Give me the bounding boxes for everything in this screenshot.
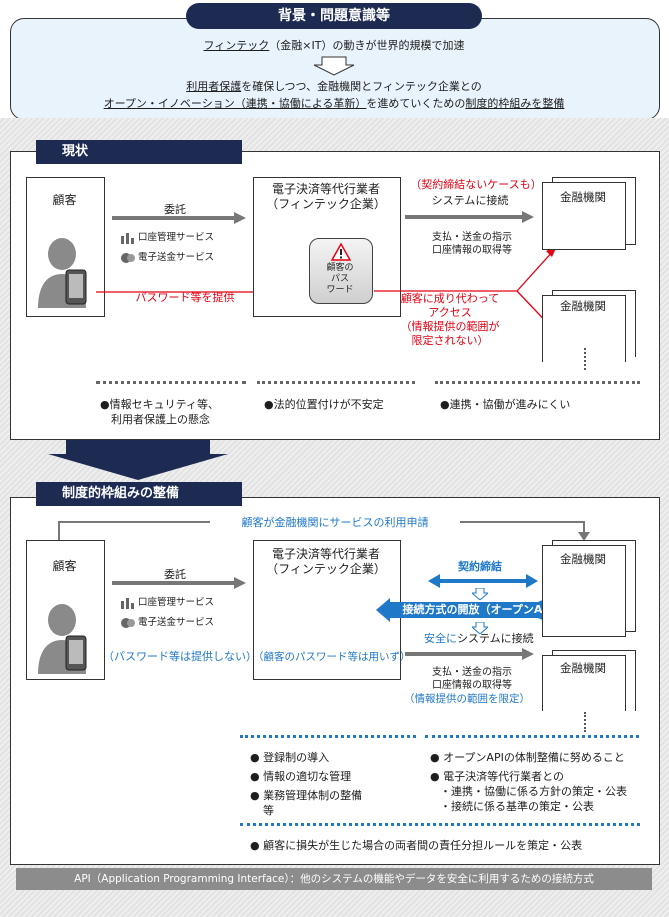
current-instruction-1: 支払・送金の指示 [432,232,512,243]
fintech-desc: （金融×IT）の動きが世界的規模で加速 [269,39,465,52]
connect-word: システムに接続 [457,632,534,645]
fintech-term: フィンテック [203,39,270,52]
header-line3: オープン・イノベーション（連携・協働による革新）を進めていくための制度的枠組みを… [40,97,628,111]
measure-divider-1 [240,735,416,744]
impersonate-text-3: （情報提供の範囲が [400,320,500,333]
measure-5: ● 電子決済等代行業者との [430,770,564,783]
warning-text-2: パス [330,274,349,284]
remittance-service-icon-2 [120,615,136,629]
measure-4: ● オープンAPIの体制整備に努めること [430,751,625,764]
current-connect-arrow [405,211,534,223]
measure-divider-3 [240,823,640,832]
hollow-down-arrow-icon [313,56,355,76]
current-customer-label: 顧客 [52,193,77,207]
person-phone-icon [36,232,98,308]
person-phone-icon-2 [36,598,98,674]
current-bank-1-label: 金融機関 [560,190,606,204]
no-contract-note: （契約締結ないケースも） [410,178,542,191]
measure-3-cont: 等 [263,804,274,817]
header-line2-rest: を確保しつつ、金融機関とフィンテック企業との [241,80,482,93]
remittance-service-icon [120,250,136,264]
current-entrust-label: 委託 [164,203,186,216]
framework-provider-name: 電子決済等代行業者 [271,547,380,561]
impersonate-text-2: アクセス [428,306,472,319]
account-service-icon [120,230,136,244]
measure-6: ● 顧客に損失が生じた場合の両者間の責任分担ルールを策定・公表 [250,839,583,852]
issue-2: ●法的位置付けが不安定 [264,398,384,411]
impersonate-text-4: 限定されない） [411,334,489,347]
current-bank-more [584,348,590,370]
measure-divider-2 [425,735,639,744]
impersonate-text-1: 顧客に成り代わって [400,292,500,305]
current-connect-label: システムに接続 [431,194,509,207]
framework-bank-2 [542,655,626,711]
issue-1-line1: ●情報セキュリティ等、 [100,398,219,411]
measure-5a: ・連携・協働に係る方針の策定・公表 [440,785,627,798]
framework-customer-label: 顧客 [52,559,77,573]
apply-label: 顧客が金融機関にサービスの利用申請 [210,516,460,530]
framework-connect-arrow [405,648,534,660]
api-definition-footer: API（Application Programming Interface）：他… [16,868,652,890]
no-password-note: （パスワード等は提供しない） [103,650,257,663]
framework-instruction-1: 支払・送金の指示 [432,667,512,678]
current-password-provide: パスワード等を提供 [135,291,235,304]
header-line1: フィンテック（金融×IT）の動きが世界的規模で加速 [60,39,608,53]
framework-service-1: 口座管理サービス [138,597,215,608]
user-protection-term: 利用者保護 [186,80,242,93]
contract-double-arrow [428,574,538,588]
no-password-use-note: （顧客のパスワード等は用いず） [253,651,411,663]
framework-service-2: 電子送金サービス [138,617,215,628]
current-bank-2-label: 金融機関 [560,299,606,313]
warning-text-1: 顧客の [326,263,354,273]
transition-down-arrow [48,440,228,480]
safe-connect-label: 安全にシステムに接続 [424,632,534,646]
current-tab: 現状 [36,140,242,164]
account-service-icon-2 [120,595,136,609]
header-line2: 利用者保護を確保しつつ、金融機関とフィンテック企業との [60,80,608,94]
framework-bank-more [584,712,590,732]
header-down-arrow [312,56,356,76]
contract-label: 契約締結 [458,560,502,573]
framework-bank-1-label: 金融機関 [560,552,606,566]
current-bank-1 [542,182,626,250]
framework-tab: 制度的枠組みの整備 [36,482,242,506]
warning-icon [331,243,351,261]
small-down-arrow-icon [472,588,488,600]
framework-bank-1 [542,545,626,637]
safe-word: 安全に [424,632,457,645]
current-entrust-arrow [112,212,246,224]
current-service-2: 電子送金サービス [138,252,215,263]
current-service-1: 口座管理サービス [138,232,215,243]
issue-divider-1 [96,381,246,390]
open-innovation-term: オープン・イノベーション（連携・協働による革新） [103,97,367,110]
current-provider-sub: （フィンテック企業） [266,197,386,211]
issue-1-line2: 利用者保護上の懸念 [111,413,210,426]
framework-term: 制度的枠組みを整備 [465,97,565,110]
current-instruction-2: 口座情報の取得等 [432,245,512,256]
measure-3: ● 業務管理体制の整備 [250,789,363,802]
framework-entrust-arrow [112,577,246,589]
framework-entrust-label: 委託 [164,568,186,581]
header-line3-mid: を進めていくための [366,97,466,110]
warning-text-3: ワード [326,285,354,295]
open-api-label: 接続方式の開放（オープンAPI） [402,603,566,616]
issue-divider-3 [435,381,640,390]
framework-bank-2-label: 金融機関 [560,661,606,675]
framework-provider-sub: （フィンテック企業） [266,562,386,576]
issue-3: ●連携・協働が進みにくい [440,398,571,411]
current-provider-name: 電子決済等代行業者 [271,182,380,196]
measure-2: ● 情報の適切な管理 [250,770,352,783]
issue-divider-2 [257,381,415,390]
small-down-arrow-icon-2 [472,622,488,634]
header-title: 背景・問題意識等 [186,3,482,29]
framework-instruction-2: 口座情報の取得等 [432,680,512,691]
measure-5b: ・接続に係る基準の策定・公表 [440,800,594,813]
limited-scope-note: （情報提供の範囲を限定） [404,693,530,705]
measure-1: ● 登録制の導入 [250,751,330,764]
